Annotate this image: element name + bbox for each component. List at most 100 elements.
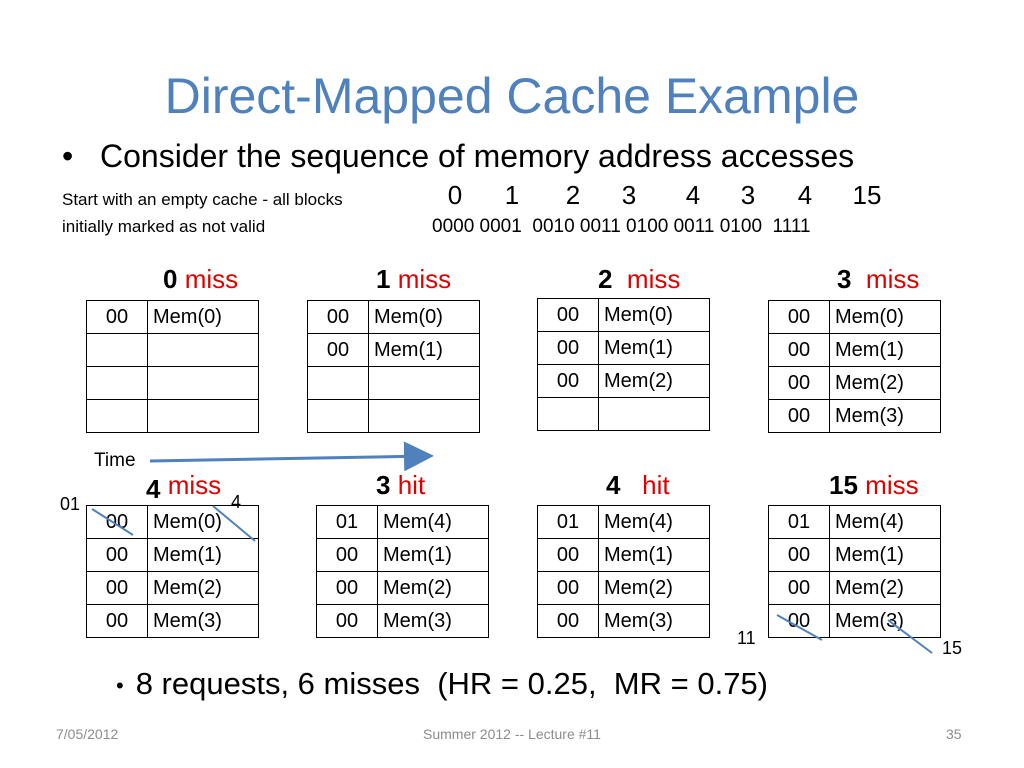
- step-addr: 3: [837, 264, 852, 294]
- cache-row: [537, 397, 710, 431]
- empty-cache-note: Start with an empty cache - all blocks i…: [62, 186, 343, 240]
- strike-tag-00: [91, 508, 134, 536]
- cache-data: Mem(3): [147, 604, 259, 638]
- step-addr: 2: [598, 264, 613, 294]
- cache-data: Mem(3): [829, 604, 941, 638]
- time-arrow: [149, 441, 434, 472]
- step-result: hit: [397, 470, 426, 500]
- replacement-data-15: 15: [942, 638, 963, 658]
- cache-data: Mem(0): [368, 300, 480, 334]
- cache-row: [307, 399, 480, 433]
- cache-tag: 00: [316, 571, 378, 605]
- footer-page-number: 35: [946, 726, 962, 742]
- seq-addr-3: 3: [621, 180, 637, 210]
- bullet-text: Consider the sequence of memory address …: [100, 138, 855, 174]
- cache-data: Mem(3): [377, 604, 489, 638]
- strike-mem3: [887, 619, 933, 654]
- cache-data: Mem(1): [829, 538, 941, 572]
- step-result: hit: [642, 470, 670, 500]
- cache-data: Mem(2): [829, 366, 941, 400]
- cache-data: Mem(0): [147, 505, 259, 539]
- cache-data: Mem(4): [829, 505, 941, 539]
- cache-row: [86, 333, 259, 367]
- bullet-dot: •: [62, 138, 74, 174]
- step-label-1: 0 miss: [163, 264, 238, 294]
- cache-tag: 00: [307, 333, 369, 367]
- step-addr: 15: [829, 470, 858, 500]
- cache-data: Mem(0): [598, 298, 710, 332]
- seq-addr-2: 2: [565, 180, 581, 210]
- replacement-data-4: 4: [231, 492, 242, 512]
- cache-tag: 00: [86, 604, 148, 638]
- step-result: miss: [865, 470, 919, 500]
- cache-tag: 00: [537, 538, 599, 572]
- step-result: miss: [865, 264, 920, 294]
- step-result: miss: [626, 264, 681, 294]
- cache-tag: 00: [537, 571, 599, 605]
- step-addr: 4: [606, 470, 621, 500]
- summary-bullet: • 8 requests, 6 misses (HR = 0.25, MR = 0…: [116, 665, 768, 705]
- step-result: miss: [397, 264, 452, 294]
- step-addr: 3: [376, 470, 391, 500]
- seq-addr-7: 15: [852, 180, 882, 210]
- cache-tag: [307, 399, 369, 433]
- cache-tag: 00: [537, 604, 599, 638]
- step-label-4: 3 miss: [837, 264, 919, 294]
- step-label-3: 2 miss: [598, 264, 680, 294]
- cache-data: Mem(1): [598, 331, 710, 365]
- cache-data: Mem(1): [368, 333, 480, 367]
- strike-tag-00-b: [776, 614, 823, 641]
- seq-addr-0: 0: [447, 180, 463, 210]
- summary-text: 8 requests, 6 misses (HR = 0.25, MR = 0.…: [135, 666, 769, 701]
- replacement-tag-11: 11: [737, 628, 756, 648]
- bullet-dot: •: [116, 672, 124, 698]
- cache-data: Mem(1): [377, 538, 489, 572]
- seq-addr-1: 1: [504, 180, 520, 210]
- step-label-2: 1 miss: [376, 264, 451, 294]
- step-label-8: 15 miss: [829, 470, 919, 500]
- step-result: miss: [167, 470, 222, 500]
- cache-tag: 01: [316, 505, 378, 539]
- step-label-5: 4 miss: [146, 470, 222, 504]
- step-label-6: 3 hit: [376, 470, 425, 500]
- time-label: Time: [94, 450, 136, 471]
- cache-row: [86, 399, 259, 433]
- note-line-1: Start with an empty cache - all blocks: [62, 190, 343, 209]
- bullet-consider: • Consider the sequence of memory address…: [62, 137, 854, 175]
- cache-tag: 00: [316, 604, 378, 638]
- step-result: miss: [184, 264, 239, 294]
- cache-tag: 00: [537, 298, 599, 332]
- seq-addr-5: 3: [740, 180, 756, 210]
- slide-title: Direct-Mapped Cache Example: [164, 68, 860, 124]
- cache-tag: 00: [537, 364, 599, 398]
- cache-data: Mem(3): [598, 604, 710, 638]
- cache-tag: 00: [768, 604, 830, 638]
- cache-data: Mem(1): [598, 538, 710, 572]
- binary-addresses: 0000 0001 0010 0011 0100 0011 0100 1111: [432, 216, 811, 237]
- cache-tag: 00: [768, 399, 830, 433]
- cache-tag: [86, 399, 148, 433]
